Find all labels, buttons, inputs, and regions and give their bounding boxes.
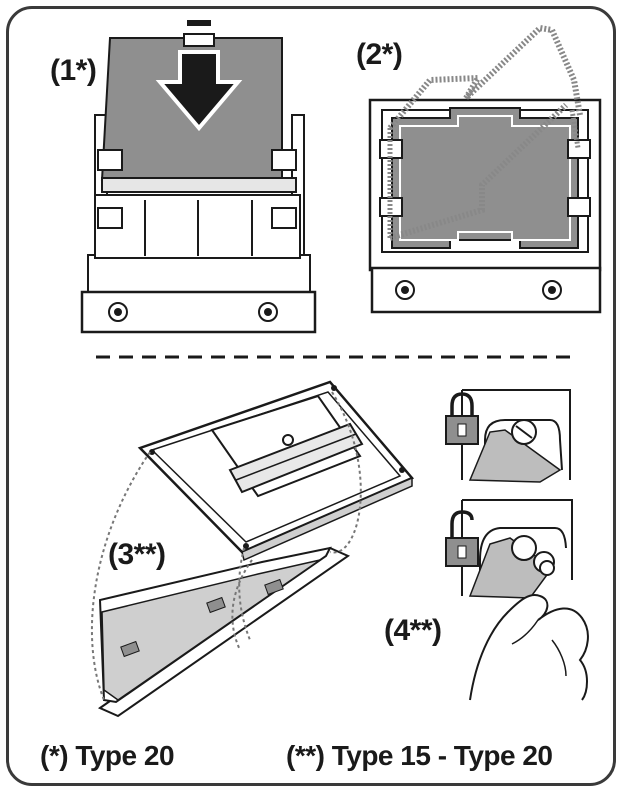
step1-label: (1*) (50, 56, 96, 86)
footnote-type15-type20: (**) Type 15 - Type 20 (286, 742, 553, 770)
step4-label: (4**) (384, 616, 442, 646)
step3-label: (3**) (108, 540, 166, 570)
footnote-type20: (*) Type 20 (40, 742, 174, 770)
step2-label: (2*) (356, 40, 402, 70)
step2-filter-box (370, 28, 600, 312)
